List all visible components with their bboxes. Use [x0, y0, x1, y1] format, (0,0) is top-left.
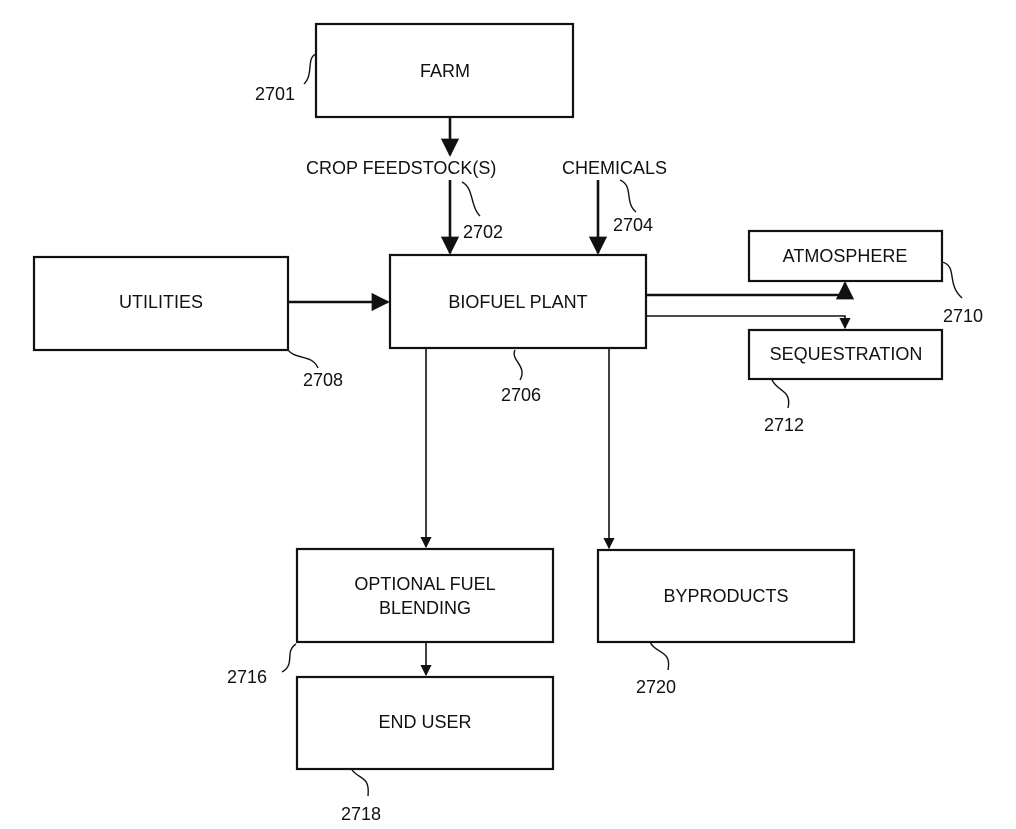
- atmosphere-ref-leader: [942, 262, 962, 298]
- byproducts-ref-leader: [650, 642, 669, 670]
- atmosphere-node: ATMOSPHERE: [749, 231, 942, 281]
- utilities-node: UTILITIES: [34, 257, 288, 350]
- utilities-ref-number: 2708: [303, 370, 343, 390]
- atmosphere-label: ATMOSPHERE: [783, 246, 908, 266]
- fuel-blending-ref-number: 2716: [227, 667, 267, 687]
- end-user-node: END USER: [297, 677, 553, 769]
- fuel-blending-label-line2: BLENDING: [379, 598, 471, 618]
- end-user-ref-number: 2718: [341, 804, 381, 824]
- sequestration-node: SEQUESTRATION: [749, 330, 942, 379]
- biofuel-plant-label: BIOFUEL PLANT: [448, 292, 587, 312]
- farm-ref-leader: [304, 54, 316, 84]
- fuel-blending-node: OPTIONAL FUEL BLENDING: [297, 549, 553, 642]
- chemicals-label: CHEMICALS: [562, 158, 667, 178]
- byproducts-node: BYPRODUCTS: [598, 550, 854, 642]
- plant-to-sequestration-arrow: [647, 316, 845, 328]
- feedstock-ref-number: 2702: [463, 222, 503, 242]
- byproducts-label: BYPRODUCTS: [663, 586, 788, 606]
- biofuel-plant-ref-number: 2706: [501, 385, 541, 405]
- plant-to-atmosphere-arrow: [647, 283, 845, 295]
- end-user-label: END USER: [378, 712, 471, 732]
- utilities-label: UTILITIES: [119, 292, 203, 312]
- biofuel-plant-node: BIOFUEL PLANT: [390, 255, 646, 348]
- utilities-ref-leader: [288, 350, 318, 368]
- byproducts-ref-number: 2720: [636, 677, 676, 697]
- farm-label: FARM: [420, 61, 470, 81]
- sequestration-ref-leader: [772, 380, 789, 408]
- end-user-ref-leader: [352, 770, 368, 796]
- biofuel-plant-ref-leader: [514, 350, 522, 380]
- atmosphere-ref-number: 2710: [943, 306, 983, 326]
- feedstock-ref-leader: [462, 182, 480, 216]
- chemicals-ref-number: 2704: [613, 215, 653, 235]
- crop-feedstock-label: CROP FEEDSTOCK(S): [306, 158, 496, 178]
- farm-ref-number: 2701: [255, 84, 295, 104]
- fuel-blending-ref-leader: [282, 644, 296, 672]
- sequestration-ref-number: 2712: [764, 415, 804, 435]
- chemicals-ref-leader: [620, 180, 636, 212]
- fuel-blending-box: [297, 549, 553, 642]
- sequestration-label: SEQUESTRATION: [770, 344, 923, 364]
- fuel-blending-label-line1: OPTIONAL FUEL: [354, 574, 495, 594]
- farm-node: FARM: [316, 24, 573, 117]
